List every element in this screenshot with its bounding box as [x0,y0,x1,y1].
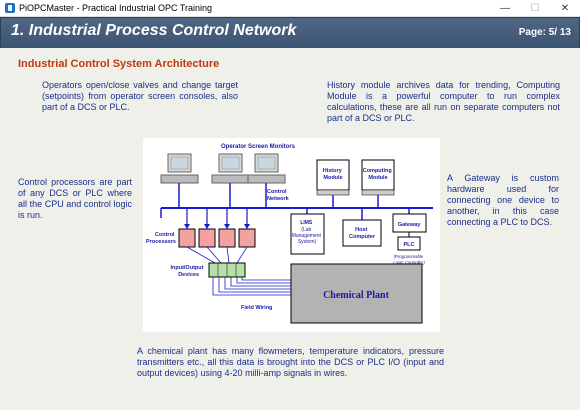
lims-box: LIMS (Lab Management System) [290,208,325,255]
svg-text:History Module: History Module [323,168,343,181]
host-computer-box: Host Computer [342,208,382,247]
window-titlebar: PiOPCMaster - Practical Industrial OPC T… [0,0,580,17]
slide-header: 1. Industrial Process Control Network Pa… [0,17,580,49]
field-wiring-label: Field Wiring [241,305,272,311]
window-title: PiOPCMaster - Practical Industrial OPC T… [19,3,213,13]
svg-text:(Programmable Logic: (Programmable Logic Controller) [393,254,425,265]
slide-content: Industrial Control System Architecture O… [0,48,580,410]
minimize-button[interactable]: — [500,2,510,14]
history-module: History Module [316,159,350,208]
page-title: 1. Industrial Process Control Network [11,22,297,39]
svg-text:Chemical Plant: Chemical Plant [323,290,389,301]
plc-box: PLC (Programmable Logic Controller) [393,236,425,265]
svg-text:Gateway: Gateway [398,222,422,228]
control-processors [178,208,256,248]
gateway-box: Gateway [392,208,427,237]
processor-io-links [186,246,248,264]
operator-monitors-label: Operator Screen Monitors [221,144,296,150]
svg-text:LIMS (Lab: LIMS (Lab Management System) [292,220,323,245]
section-title: Industrial Control System Architecture [18,58,220,70]
app-icon [5,3,15,13]
control-processors-label: Control Processors [146,232,176,245]
field-wiring [212,277,291,296]
operators-text: Operators open/close valves and change t… [42,80,238,112]
history-text: History module archives data for trendin… [327,80,560,123]
monitor-3 [247,153,286,184]
gateway-text: A Gateway is custom hardware used for co… [447,173,559,227]
svg-text:Computing Module: Computing Module [363,168,394,181]
window-controls: — ☐ ✕ [490,0,580,16]
io-devices-label: Input/Output Devices [170,265,205,278]
monitor-2 [211,153,250,184]
svg-text:Host Computer: Host Computer [349,227,376,240]
computing-module: Computing Module [361,159,395,208]
io-devices [208,262,246,278]
page-number: Page: 5/ 13 [518,27,571,38]
svg-text:PLC: PLC [404,242,415,248]
maximize-button[interactable]: ☐ [530,2,540,14]
architecture-diagram: Operator Screen Monitors [143,138,440,332]
control-network-label: Control Network [267,189,290,202]
control-processors-text: Control processors are part of any DCS o… [18,177,132,220]
chemical-plant-text: A chemical plant has many flowmeters, te… [137,346,444,378]
chemical-plant-box: Chemical Plant [290,263,423,324]
monitor-1 [160,153,199,184]
close-button[interactable]: ✕ [560,2,570,14]
